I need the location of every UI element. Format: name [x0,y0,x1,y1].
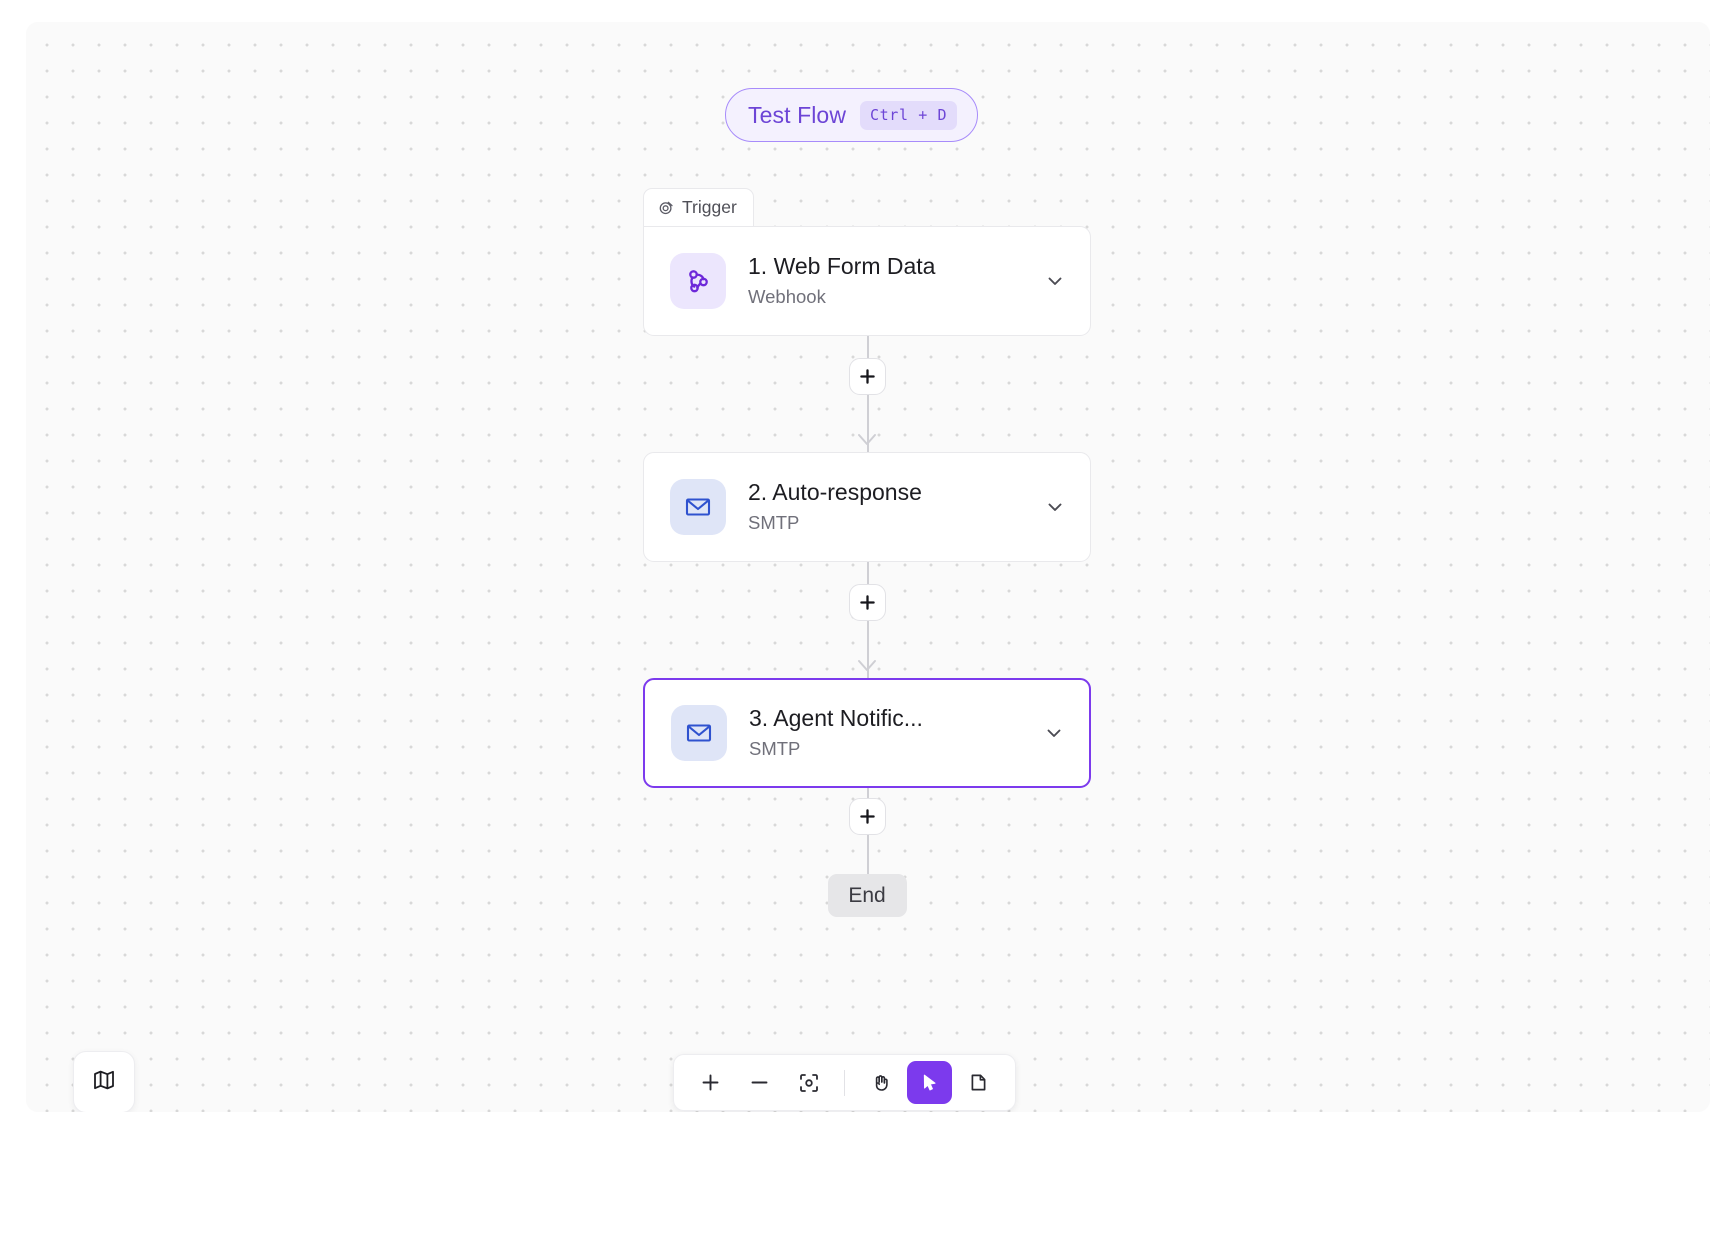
flow-canvas[interactable]: Test Flow Ctrl + D Trigger [26,22,1710,1112]
zoom-out-icon[interactable] [737,1061,782,1104]
node-text-3: 3. Agent Notific... SMTP [727,704,1037,763]
fit-view-icon[interactable] [786,1061,831,1104]
node-subtitle-2: SMTP [748,511,800,533]
add-step-button-2[interactable] [848,584,886,621]
test-flow-label: Test Flow [748,101,847,128]
chevron-down-icon[interactable] [1038,490,1072,524]
zoom-in-icon[interactable] [688,1061,733,1104]
connector-arrow-icon [858,660,876,671]
chevron-down-icon[interactable] [1037,716,1071,750]
cursor-pointer-icon[interactable] [907,1061,952,1104]
node-title-3: 3. Agent Notific... [749,704,923,731]
node-title-1: 1. Web Form Data [748,252,936,279]
node-subtitle-1: Webhook [748,285,826,307]
chevron-down-icon[interactable] [1038,264,1072,298]
node-card-3[interactable]: 3. Agent Notific... SMTP [643,678,1091,788]
toolbar-divider [844,1069,845,1096]
trigger-tab-label: Trigger [682,197,737,217]
envelope-icon [671,705,727,761]
node-text-2: 2. Auto-response SMTP [726,478,1038,537]
add-step-button-1[interactable] [848,358,886,395]
map-icon [91,1067,117,1098]
end-badge: End [827,874,907,917]
test-flow-shortcut-badge: Ctrl + D [860,100,958,130]
minimap-toggle-button[interactable] [73,1051,135,1112]
node-title-2: 2. Auto-response [748,478,922,505]
canvas-toolbar [673,1054,1016,1111]
webhook-icon [670,253,726,309]
flow-node-column: Trigger 1. Web Form Data Webhoo [643,188,1091,917]
node-card-1[interactable]: 1. Web Form Data Webhook [643,226,1091,336]
hand-pan-icon[interactable] [858,1061,903,1104]
add-step-button-3[interactable] [848,798,886,835]
connector-2-3 [643,562,1091,678]
node-text-1: 1. Web Form Data Webhook [726,252,1038,311]
connector-3-end [643,788,1091,874]
connector-arrow-icon [858,434,876,445]
connector-1-2 [643,336,1091,452]
envelope-icon [670,479,726,535]
test-flow-button[interactable]: Test Flow Ctrl + D [725,88,979,142]
page-icon[interactable] [956,1061,1001,1104]
trigger-bolt-icon [658,200,674,216]
node-card-2[interactable]: 2. Auto-response SMTP [643,452,1091,562]
node-subtitle-3: SMTP [749,737,801,759]
trigger-tab: Trigger [643,188,754,226]
